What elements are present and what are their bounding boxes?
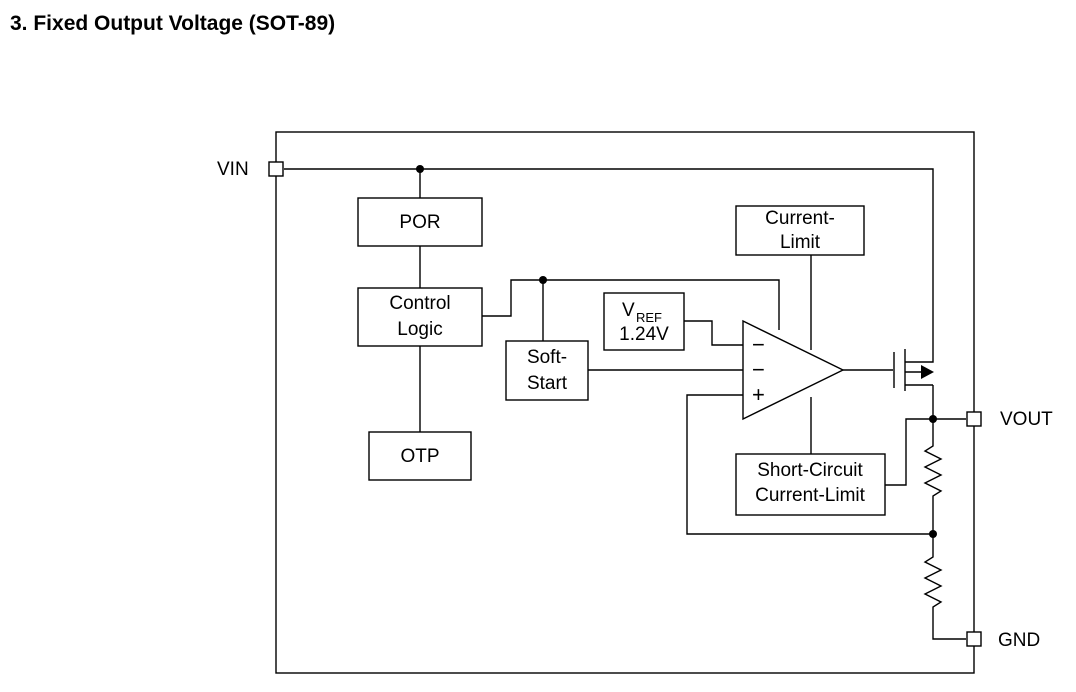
- gnd-label: GND: [998, 630, 1040, 651]
- soft-start-block: [505, 340, 589, 401]
- vref-block: [603, 292, 685, 351]
- wire-enable-bus: [482, 279, 780, 330]
- vout-pin: [966, 411, 982, 427]
- control-logic-label-line2: Logic: [397, 319, 442, 340]
- control-logic-block: [357, 287, 483, 347]
- vout-label: VOUT: [1000, 409, 1053, 430]
- soft-start-label-line1: Soft-: [527, 347, 567, 368]
- vin-rail: [284, 168, 934, 363]
- por-block: [357, 197, 483, 247]
- short-circuit-label-line2: Current-Limit: [755, 485, 866, 506]
- opamp-plus-sign: +: [752, 382, 765, 407]
- short-circuit-block: [735, 453, 886, 516]
- gnd-pin: [966, 631, 982, 647]
- wire-vref-opamp: [684, 320, 743, 346]
- resistor-top: [923, 419, 943, 534]
- resistor-bottom: [923, 534, 966, 640]
- chip-outline: [275, 131, 975, 674]
- current-limit-label-line2: Limit: [780, 232, 821, 253]
- opamp-minus-sign-2: −: [752, 357, 765, 382]
- error-amplifier: [742, 319, 845, 421]
- opamp-minus-sign-1: −: [752, 332, 765, 357]
- current-limit-block: [735, 205, 865, 256]
- otp-label: OTP: [400, 446, 439, 467]
- vin-pin: [268, 161, 284, 177]
- wire-vout-shortcircuit: [885, 418, 933, 486]
- page-title: 3. Fixed Output Voltage (SOT-89): [10, 12, 336, 35]
- vref-value: 1.24V: [619, 324, 669, 345]
- vref-subscript: REF: [636, 310, 662, 325]
- por-label: POR: [399, 212, 440, 233]
- vin-label: VIN: [217, 159, 249, 180]
- otp-block: [368, 431, 472, 481]
- control-logic-label-line1: Control: [389, 293, 450, 314]
- vref-label: V: [622, 300, 635, 321]
- short-circuit-label-line1: Short-Circuit: [757, 460, 863, 481]
- soft-start-label-line2: Start: [527, 373, 568, 394]
- current-limit-label-line1: Current-: [765, 208, 835, 229]
- wire-feedback: [686, 394, 933, 535]
- mosfet-arrow-icon: [921, 365, 934, 379]
